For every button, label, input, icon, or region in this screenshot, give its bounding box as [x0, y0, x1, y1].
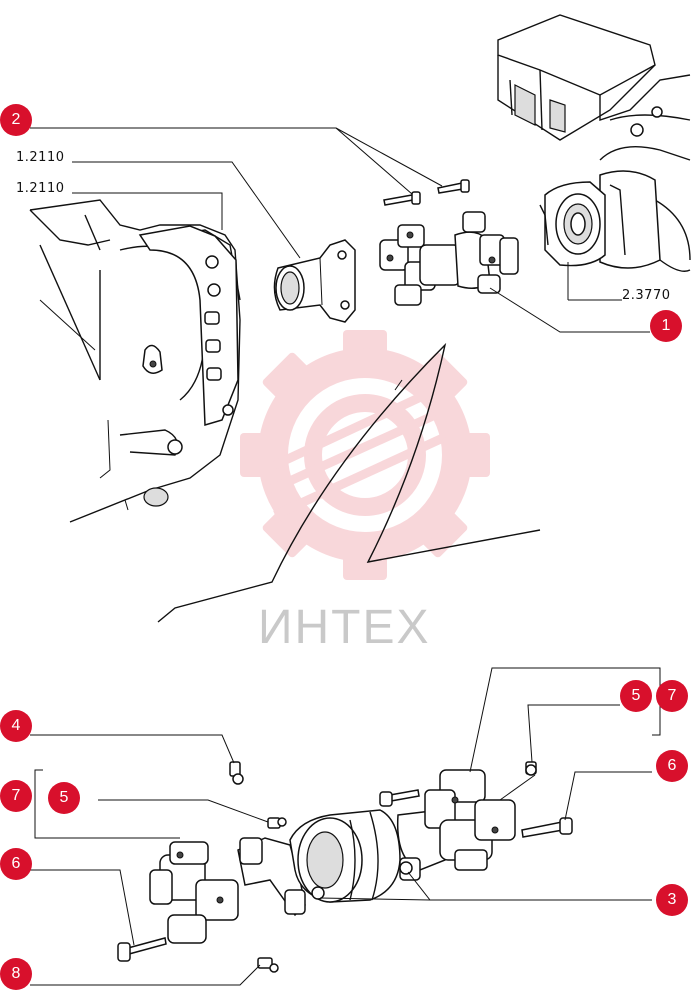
part-ref-flange: 1.2110: [16, 150, 65, 165]
leader-lines-bottom: [30, 667, 652, 986]
grease-nipple-center: [267, 817, 287, 829]
grease-nipple-left: [229, 761, 244, 785]
callout-2: 2: [0, 104, 32, 136]
callout-4: 4: [0, 710, 32, 742]
callout-8: 8: [0, 958, 32, 990]
universal-joint-bottom-left: [149, 841, 239, 944]
splined-flange: [273, 239, 356, 323]
bolt-middle: [379, 789, 420, 807]
callout-5-right: 5: [620, 680, 652, 712]
part-ref-axle: 2.3770: [622, 288, 671, 303]
leader-lines-top: [30, 127, 650, 333]
section-divider-lines: [157, 342, 541, 623]
axle-housing: [497, 14, 691, 272]
callout-3: 3: [656, 884, 688, 916]
universal-joint-bottom-right: [424, 769, 516, 871]
bolt-top-left: [383, 191, 421, 206]
bolt-bottom-left: [117, 937, 167, 962]
watermark-text: ИНТЕХ: [258, 601, 431, 654]
callout-1: 1: [650, 310, 682, 342]
bolt-bottom-right: [521, 817, 573, 838]
bolt-top-right: [437, 179, 470, 194]
grease-nipple-right: [525, 761, 537, 776]
callout-6-left: 6: [0, 848, 32, 880]
watermark-gear-logo: [240, 330, 490, 580]
part-ref-housing: 1.2110: [16, 181, 65, 196]
universal-joint-top: [379, 211, 519, 306]
grease-nipple-bottom: [257, 957, 279, 973]
callout-5-left: 5: [48, 782, 80, 814]
callout-7-left: 7: [0, 780, 32, 812]
callout-7-right: 7: [656, 680, 688, 712]
gearbox-housing: [29, 199, 241, 523]
callout-6-right: 6: [656, 750, 688, 782]
